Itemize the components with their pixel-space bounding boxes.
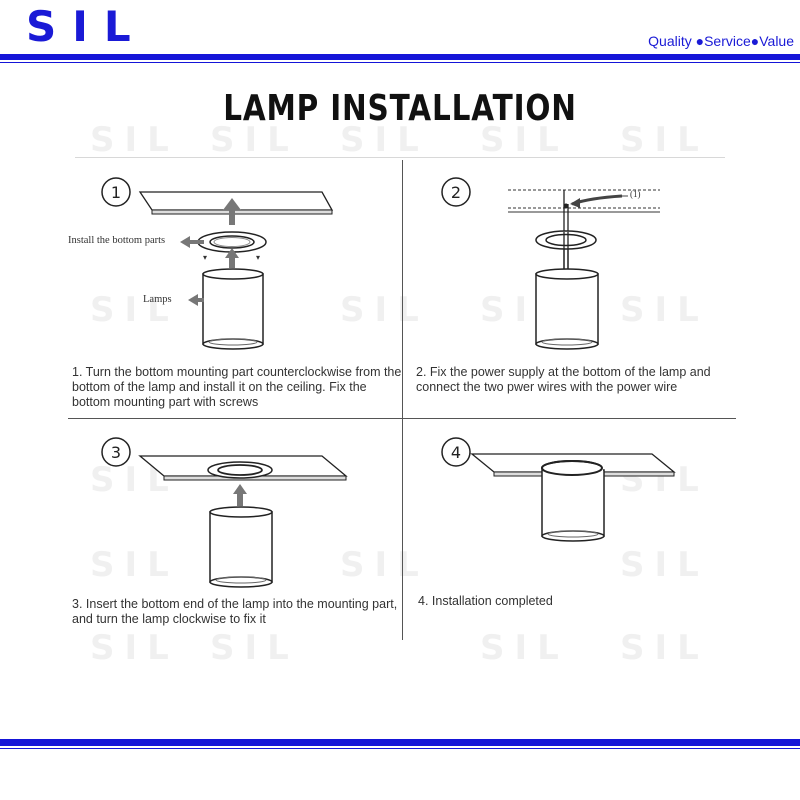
watermark: SIL xyxy=(90,628,179,668)
step-2-diagram: 2 xyxy=(441,177,660,350)
step-2-caption: 2. Fix the power supply at the bottom of… xyxy=(416,365,711,394)
footer-bar xyxy=(0,739,800,746)
watermark: SIL xyxy=(210,120,299,160)
label-wire-marker: (1) xyxy=(630,189,641,199)
watermark: SIL xyxy=(340,120,429,160)
step-3-caption: 3. Insert the bottom end of the lamp int… xyxy=(72,597,398,626)
footer-line xyxy=(0,748,800,749)
page-title: LAMP INSTALLATION xyxy=(223,88,577,129)
watermark: SIL xyxy=(340,545,429,585)
step-1-caption: 1. Turn the bottom mounting part counter… xyxy=(72,365,402,409)
watermark: SIL xyxy=(480,120,569,160)
step-1-number: 1 xyxy=(111,183,121,202)
header-bar xyxy=(0,54,800,60)
watermark: SIL xyxy=(620,120,709,160)
watermark: SIL xyxy=(90,120,179,160)
watermark: SIL xyxy=(620,628,709,668)
watermark: SIL xyxy=(210,628,299,668)
step-3-number: 3 xyxy=(111,443,121,462)
watermark: SIL xyxy=(480,628,569,668)
title-divider xyxy=(75,157,725,158)
step-3-diagram: 3 xyxy=(101,437,348,588)
label-install-bottom-parts: Install the bottom parts xyxy=(68,235,166,246)
brand-logo: SIL xyxy=(26,2,147,51)
step-4-caption: 4. Installation completed xyxy=(418,594,553,608)
watermark: SIL xyxy=(620,290,709,330)
watermark: SIL xyxy=(620,545,709,585)
header-line xyxy=(0,62,800,63)
watermark: SIL xyxy=(90,290,179,330)
step-2-number: 2 xyxy=(451,183,461,202)
watermark: SIL xyxy=(90,545,179,585)
grid-divider-horizontal xyxy=(68,418,736,419)
grid-divider-vertical xyxy=(402,160,403,640)
step-4-number: 4 xyxy=(451,443,461,462)
label-lamps: Lamps xyxy=(143,294,172,305)
brand-tagline: Quality ●Service●Value xyxy=(648,33,794,49)
step-4-diagram: 4 xyxy=(441,437,676,542)
svg-text:▾: ▾ xyxy=(256,253,260,262)
watermark: SIL xyxy=(340,290,429,330)
step-1-diagram: 1 ▾ ▾ xyxy=(101,177,334,350)
svg-text:▾: ▾ xyxy=(203,253,207,262)
